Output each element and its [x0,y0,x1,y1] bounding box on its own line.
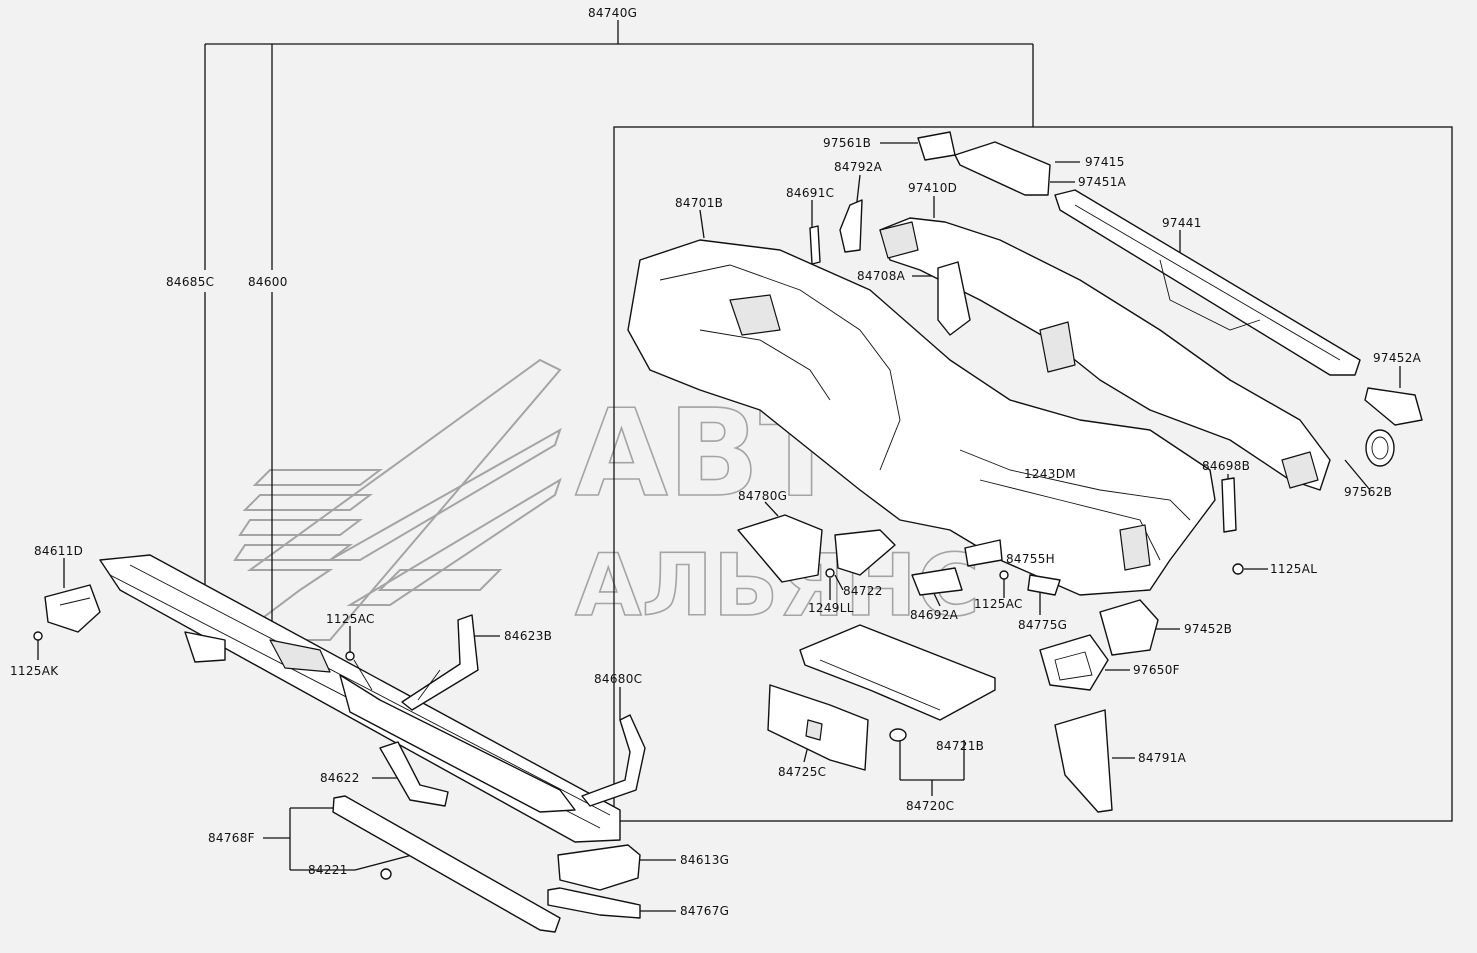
label-97561B: 97561B [823,136,871,150]
bracket-84691C [809,225,821,265]
label-84692A: 84692A [910,608,959,622]
vent-97562B [1365,429,1395,467]
cowl-cross-bar [99,554,621,843]
label-84791A: 84791A [1138,751,1187,765]
label-84740G: 84740G [588,6,637,20]
label-84221: 84221 [308,863,348,877]
part-labels: 84740G 84685C 84600 84611D 1125AK 1125AC… [10,6,1422,918]
label-97451A: 97451A [1078,175,1127,189]
label-1125AC-right: 1125AC [974,597,1023,611]
label-84600: 84600 [248,275,288,289]
label-84755H: 84755H [1006,552,1055,566]
duct-97441 [1054,189,1361,376]
label-1125AL: 1125AL [1270,562,1317,576]
bracket-84708A [937,261,971,336]
brace-84768F [332,795,561,933]
label-84622: 84622 [320,771,360,785]
stay-84622 [379,741,449,807]
label-84611D: 84611D [34,544,83,558]
watermark-emblem [233,358,562,641]
bolt-1125AL [1232,563,1244,575]
label-97452B: 97452B [1184,622,1232,636]
label-1125AK: 1125AK [10,664,59,678]
bolt-1249LL [825,568,835,578]
bracket-84692A [911,567,963,596]
label-84685C: 84685C [166,275,214,289]
duct-97452A [1364,387,1423,426]
cover-84791A [1054,709,1113,813]
label-84613G: 84613G [680,853,729,867]
leader-lines [37,20,1453,912]
label-84768F: 84768F [208,831,255,845]
label-84698B: 84698B [1202,459,1250,473]
duct-97415 [954,141,1051,196]
label-84725C: 84725C [778,765,826,779]
bracket-84698B [1221,477,1237,533]
label-84691C: 84691C [786,186,834,200]
label-84720C: 84720C [906,799,954,813]
bracket-84611D [44,584,101,633]
label-84792A: 84792A [834,160,883,174]
bolt-1125AC-right [999,570,1009,580]
label-1249LL: 1249LL [808,601,854,615]
bracket-84767G [547,887,641,919]
label-84701B: 84701B [675,196,723,210]
tray-84780G [737,514,823,583]
bracket-84792A [839,199,863,253]
label-97452A: 97452A [1373,351,1422,365]
vent-97561B [917,131,956,161]
crash-pad-84701B [627,239,1216,596]
duct-97410D [879,217,1331,491]
bracket-84613G [557,844,641,891]
vent-97650F [1039,634,1109,691]
label-97415: 97415 [1085,155,1125,169]
label-84722: 84722 [843,584,883,598]
cover-84722 [834,529,896,576]
label-1243DM: 1243DM [1024,467,1076,481]
vent-97452B [1099,599,1159,656]
bracket-84755H [964,539,1003,567]
bolt-1125AC-left [345,651,373,691]
clip-84775G [1027,574,1061,596]
label-84721B: 84721B [936,739,984,753]
label-84775G: 84775G [1018,618,1067,632]
label-1125AC-left: 1125AC [326,612,375,626]
stay-84623B [401,614,479,711]
label-97650F: 97650F [1133,663,1180,677]
stay-84680C [581,714,646,807]
label-97410D: 97410D [908,181,957,195]
label-84623B: 84623B [504,629,552,643]
label-84767G: 84767G [680,904,729,918]
label-84708A: 84708A [857,269,906,283]
bolt-1125AK [33,631,43,641]
label-84680C: 84680C [594,672,642,686]
bolt-84221 [380,868,392,880]
label-97441: 97441 [1162,216,1202,230]
glove-box-84721B [799,624,996,721]
label-84780G: 84780G [738,489,787,503]
glove-box-lid-84725C [767,684,869,771]
label-97562B: 97562B [1344,485,1392,499]
stopper-84720C [889,728,907,742]
